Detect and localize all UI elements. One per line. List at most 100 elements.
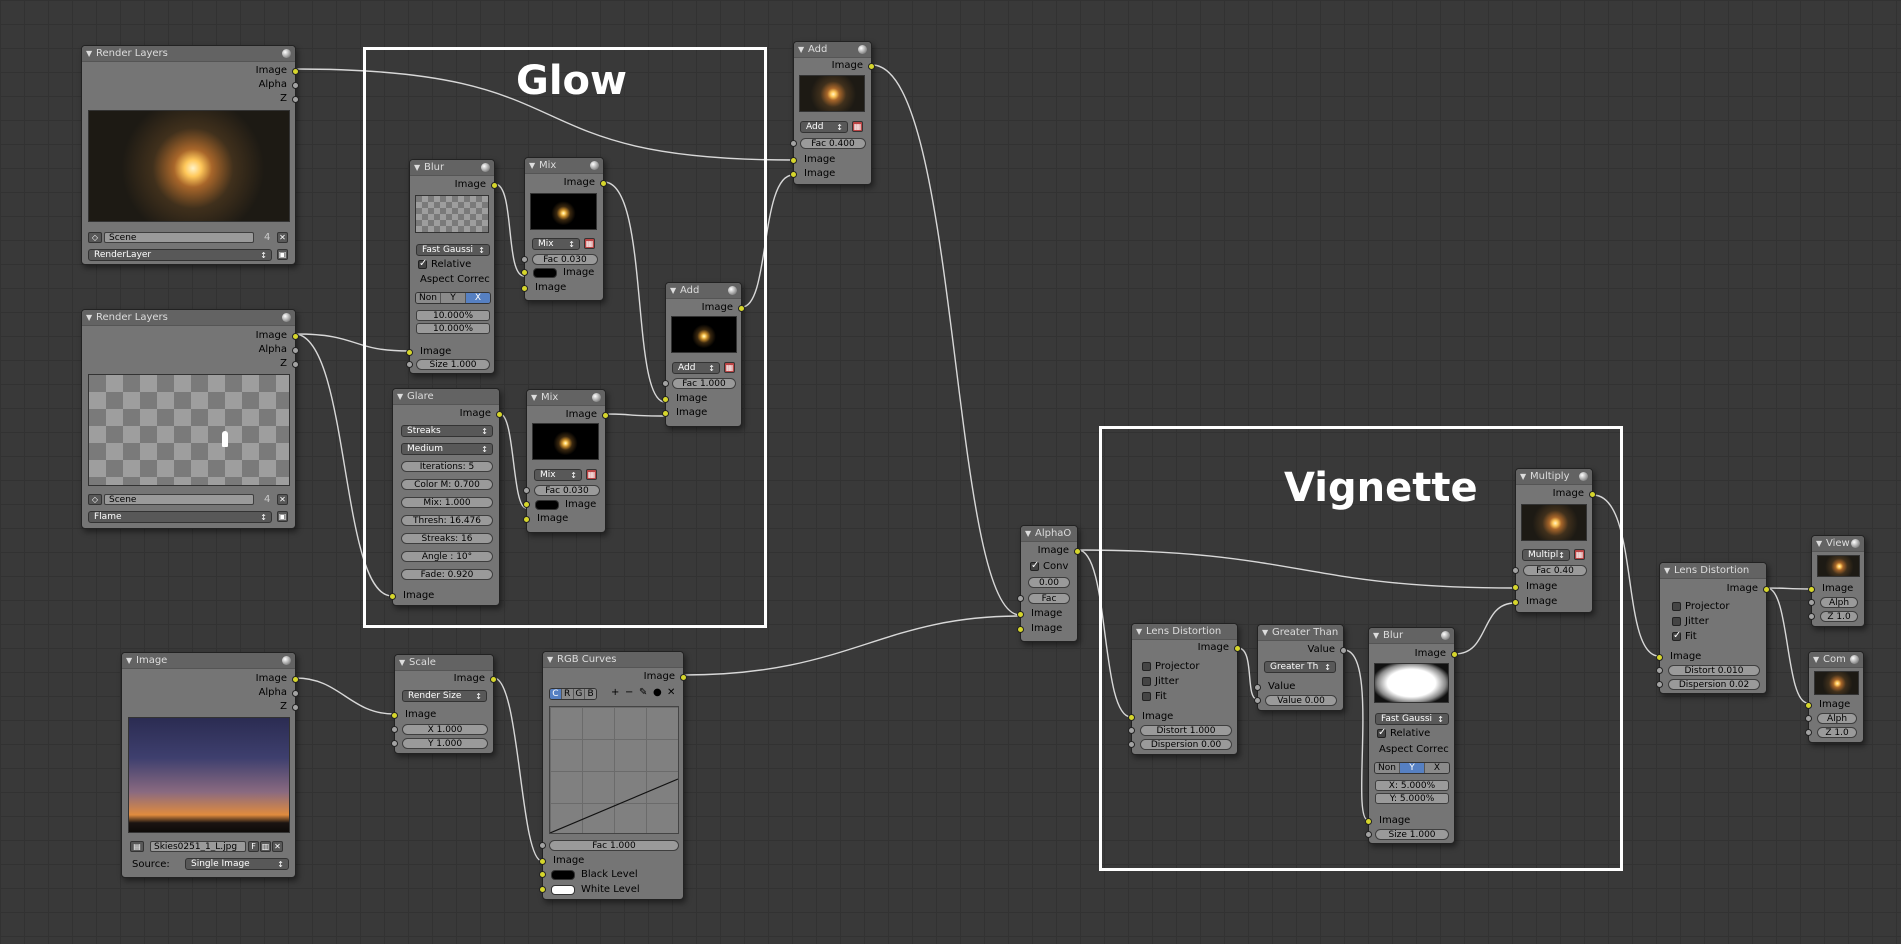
jitter-checkbox[interactable]: Jitter [1672,616,1709,628]
socket-in-fac[interactable] [1512,567,1519,574]
socket-out-image[interactable] [292,676,299,683]
render-layer-select[interactable]: RenderLayer [88,249,272,261]
render-icon[interactable]: ▣ [277,511,288,522]
node-header[interactable]: ▼Mix [527,390,605,406]
socket-in-image[interactable] [1805,702,1812,709]
node-header[interactable]: ▼RGB Curves [543,652,683,668]
scene-field[interactable]: Scene [104,494,254,505]
socket-in-distort[interactable] [1128,727,1135,734]
collapse-icon[interactable]: ▼ [1373,631,1380,640]
relative-checkbox[interactable]: Relative [1377,727,1430,740]
scene-clear-icon[interactable]: ✕ [277,494,288,505]
node-header[interactable]: ▼View [1812,536,1864,552]
socket-out-alpha[interactable] [292,82,299,89]
aspect-y-button[interactable]: Y [441,293,466,303]
socket-in-x[interactable] [391,726,398,733]
blend-mode-select[interactable]: Mix [532,238,580,250]
preview-toggle-icon[interactable] [282,656,291,665]
collapse-icon[interactable]: ▼ [531,393,538,402]
socket-in-image-2[interactable] [662,410,669,417]
socket-out-image[interactable] [600,180,607,187]
alpha-toggle-icon[interactable]: ▦ [724,362,735,373]
socket-in-z[interactable] [1808,613,1815,620]
dispersion-field[interactable]: Dispersion 0.00 [1140,739,1232,750]
fac-field[interactable]: Fac 1.000 [672,378,736,389]
node-mix-2[interactable]: ▼Mix Image Mix ▦ Fac 0.030 Image Image [523,389,609,533]
node-scale[interactable]: ▼Scale Image Render Size Image X 1.000 Y… [391,654,497,754]
open-file-icon[interactable]: ▥ [260,841,271,852]
percent-x-field[interactable]: 10.000% [416,310,490,321]
socket-in-alpha[interactable] [1808,599,1815,606]
socket-in-fac[interactable] [790,140,797,147]
projector-checkbox[interactable]: Projector [1672,601,1729,613]
node-image[interactable]: ▼Image Image Alpha Z ▤ Skies0251_1_L.jpg… [121,652,299,878]
fac-field[interactable]: Fac 0.40 [1523,565,1587,576]
collapse-icon[interactable]: ▼ [414,163,421,172]
collapse-icon[interactable]: ▼ [1816,539,1823,548]
node-viewer[interactable]: ▼View Image Alph Z 1.0 [1808,535,1865,627]
premul-field[interactable]: 0.00 [1028,577,1070,588]
blend-mode-select[interactable]: Add [800,121,848,133]
socket-in-image-2[interactable] [790,171,797,178]
socket-out-image[interactable] [680,674,687,681]
white-level-swatch[interactable] [551,885,575,895]
value-field[interactable]: Value 0.00 [1265,695,1337,706]
socket-in-image-2[interactable] [521,285,528,292]
iterations-field[interactable]: Iterations: 5 [401,461,493,472]
fit-checkbox[interactable]: Fit [1142,691,1167,703]
node-header[interactable]: ▼Render Layers [82,46,295,62]
collapse-icon[interactable]: ▼ [1025,529,1032,538]
collapse-icon[interactable]: ▼ [547,655,554,664]
socket-in-white-level[interactable] [539,886,546,893]
scene-clear-icon[interactable]: ✕ [277,232,288,243]
collapse-icon[interactable]: ▼ [1136,627,1143,636]
black-level-swatch[interactable] [551,870,575,880]
socket-in-value-1[interactable] [1254,684,1261,691]
fake-user-button[interactable]: F [248,841,259,852]
fit-checkbox[interactable]: Fit [1672,630,1697,643]
node-header[interactable]: ▼Mix [525,158,603,174]
color-swatch-black[interactable] [533,268,557,278]
aspect-y-button[interactable]: Y [1400,763,1425,773]
socket-out-z[interactable] [292,704,299,711]
node-render-layers-1[interactable]: ▼Render Layers Image Alpha Z ◇ Scene 4 ✕… [81,45,299,265]
preview-toggle-icon[interactable] [1441,631,1450,640]
socket-in-image-1[interactable] [521,269,528,276]
image-browse-icon[interactable]: ▤ [130,841,144,852]
size-field[interactable]: Size 1.000 [1375,829,1449,840]
math-operation-select[interactable]: Greater Th [1264,661,1336,673]
socket-in-value-2[interactable] [1254,697,1261,704]
collapse-icon[interactable]: ▼ [529,161,536,170]
alpha-toggle-icon[interactable]: ▦ [586,469,597,480]
collapse-icon[interactable]: ▼ [798,45,805,54]
blend-mode-select[interactable]: Multipl [1522,549,1570,561]
collapse-icon[interactable]: ▼ [126,656,133,665]
percent-y-field[interactable]: Y: 5.000% [1375,793,1449,804]
fac-field[interactable]: Fac 0.400 [800,138,866,149]
node-add-top[interactable]: ▼Add Image Add ▦ Fac 0.400 Image Image [790,41,875,185]
socket-in-fac[interactable] [523,487,530,494]
distort-field[interactable]: Distort 1.000 [1140,725,1232,736]
render-layer-select[interactable]: Flame [88,511,272,523]
socket-in-distort[interactable] [1656,667,1663,674]
node-header[interactable]: ▼Blur [410,160,494,176]
aspect-none-button[interactable]: Non [416,293,441,303]
size-field[interactable]: Size 1.000 [416,359,490,370]
socket-in-size[interactable] [406,361,413,368]
socket-in-image-1[interactable] [1017,611,1024,618]
node-header[interactable]: ▼Lens Distortion [1132,624,1237,640]
socket-out-image[interactable] [292,68,299,75]
convert-premul-checkbox[interactable]: Conv [1030,560,1068,573]
node-blur-glow[interactable]: ▼Blur Image Fast Gaussi Relative Aspect … [406,159,498,374]
node-header[interactable]: ▼Blur [1369,628,1454,644]
node-header[interactable]: ▼Image [122,653,295,669]
dispersion-field[interactable]: Dispersion 0.02 [1668,679,1760,690]
node-header[interactable]: ▼Multiply [1516,469,1592,485]
socket-in-alpha[interactable] [1805,715,1812,722]
channel-c-tab[interactable]: C [550,689,562,699]
socket-in-image[interactable] [389,593,396,600]
render-icon[interactable]: ▣ [277,249,288,260]
node-composite[interactable]: ▼Com Image Alph Z 1.0 [1805,651,1864,743]
tools-wrench-icon[interactable]: ✎ [639,687,648,698]
